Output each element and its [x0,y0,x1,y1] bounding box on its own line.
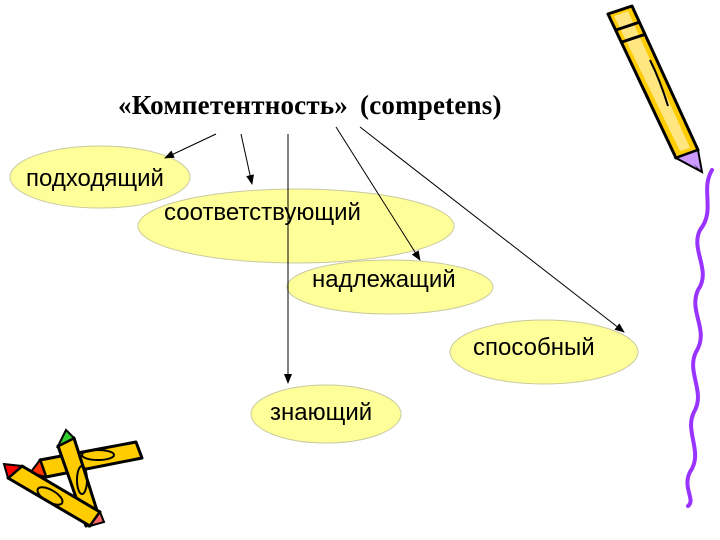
arrow-to-podkhodyashchiy [164,133,217,159]
title-sub: (competens) [360,90,502,120]
node-znayushchiy-label: знающий [270,399,372,426]
node-znayushchiy-shape [250,384,402,444]
node-znayushchiy: знающий [250,384,402,444]
diagram-title: «Компетентность» (competens) [118,90,578,121]
node-sootvetstvuyushchiy: соответствующий [137,188,455,264]
arrow-to-sootvetstvuyushchiy [240,133,254,185]
node-sootvetstvuyushchiy-label: соответствующий [164,199,361,226]
arrow-to-sposobnyy [359,126,625,333]
node-sposobnyy: способный [449,319,639,385]
node-podkhodyashchiy-shape [9,145,191,209]
title-main: «Компетентность» [118,90,348,120]
node-sootvetstvuyushchiy-shape [137,188,455,264]
node-nadlezhashchiy-label: надлежащий [312,266,456,293]
arrow-to-nadlezhashchiy [335,126,421,261]
crossed-pencils-clipart [2,428,144,528]
pencil-clipart-top-right [606,4,704,174]
node-podkhodyashchiy-label: подходящий [26,165,164,192]
node-nadlezhashchiy-shape [286,259,494,315]
node-podkhodyashchiy: подходящий [9,145,191,209]
node-nadlezhashchiy: надлежащий [286,259,494,315]
node-sposobnyy-label: способный [473,334,595,361]
node-sposobnyy-shape [449,319,639,385]
wavy-purple-line [685,168,714,508]
